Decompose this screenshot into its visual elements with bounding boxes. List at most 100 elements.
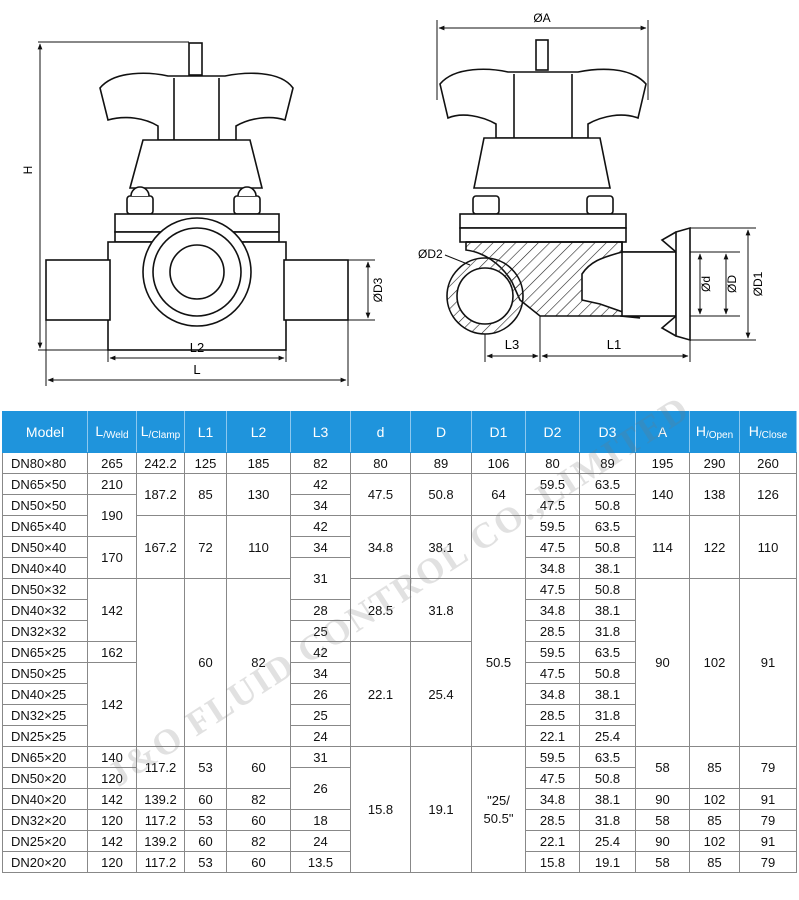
cell: 142 — [87, 830, 137, 852]
cell: 58 — [635, 746, 690, 789]
table-header-row: Model L/Weld L/Clamp L1 L2 L3 d D D1 D2 … — [2, 411, 797, 453]
cell: 34 — [290, 494, 351, 516]
model-cell: DN65×25 — [2, 641, 88, 663]
cell: 167.2 — [136, 515, 185, 579]
table-row: DN25×20 142 139.2 60 82 24 22.1 25.4 90 … — [2, 830, 797, 852]
cell: 25.4 — [579, 725, 636, 747]
cell: 79 — [739, 851, 797, 873]
cell: 63.5 — [579, 515, 636, 537]
cell: 59.5 — [525, 515, 580, 537]
cell: 28.5 — [350, 578, 411, 642]
cell: 42 — [290, 641, 351, 663]
cell: 170 — [87, 536, 137, 579]
cell: 31 — [290, 746, 351, 768]
cell: 13.5 — [290, 851, 351, 873]
cell: 110 — [226, 515, 291, 579]
cell: 28.5 — [525, 620, 580, 642]
cell: 117.2 — [136, 746, 185, 789]
cell: 187.2 — [136, 473, 185, 516]
dim-label-l: L — [193, 362, 200, 377]
table-row: DN50×25 142 34 47.5 50.8 — [2, 662, 797, 747]
cell: 140 — [635, 473, 690, 516]
table-row: DN32×25 25 28.5 31.8 — [2, 704, 797, 726]
model-cell: DN32×25 — [2, 704, 88, 726]
cell: 139.2 — [136, 788, 185, 810]
cell: 72 — [184, 515, 227, 579]
cell: 38.1 — [579, 683, 636, 705]
cell: 31.8 — [579, 809, 636, 831]
cell: 50.5 — [471, 578, 526, 747]
model-cell: DN20×20 — [2, 851, 88, 873]
front-view-dimensions — [37, 41, 375, 386]
cell: 80 — [350, 452, 411, 474]
section-view-dimensions — [436, 20, 756, 362]
table-row: DN20×20 120 117.2 53 60 13.5 15.8 19.1 5… — [2, 851, 797, 873]
header-h-open: H/Open — [689, 411, 740, 453]
cell: 142 — [87, 578, 137, 642]
cell: 60 — [226, 746, 291, 789]
cell: 59.5 — [525, 473, 580, 495]
dim-label-l2: L2 — [190, 340, 204, 355]
cell: 47.5 — [525, 578, 580, 600]
header-h-close: H/Close — [739, 411, 797, 453]
model-cell: DN65×20 — [2, 746, 88, 768]
dim-label-h: H — [21, 166, 35, 175]
model-cell: DN50×20 — [2, 767, 88, 789]
cell: 265 — [87, 452, 137, 474]
cell: 47.5 — [525, 494, 580, 516]
table-row: DN50×20 120 26 47.5 50.8 — [2, 767, 797, 810]
cell: 60 — [184, 830, 227, 852]
cell: 90 — [635, 578, 690, 747]
cell: 50.8 — [579, 767, 636, 789]
cell: 34 — [290, 536, 351, 558]
cell: 142 — [87, 662, 137, 747]
section-view-drawing — [439, 39, 691, 342]
cell: 22.1 — [525, 725, 580, 747]
cell: 19.1 — [410, 746, 472, 873]
cell: 58 — [635, 851, 690, 873]
cell: 85 — [689, 851, 740, 873]
cell: 260 — [739, 452, 797, 474]
cell: 60 — [226, 809, 291, 831]
cell: 91 — [739, 578, 797, 747]
model-cell: DN40×32 — [2, 599, 88, 621]
cell: 290 — [689, 452, 740, 474]
model-cell: DN25×25 — [2, 725, 88, 747]
cell: 53 — [184, 809, 227, 831]
model-cell: DN50×40 — [2, 536, 88, 558]
cell: 34.8 — [350, 515, 411, 579]
cell: 64 — [471, 473, 526, 516]
cell: 90 — [635, 830, 690, 852]
cell: 120 — [87, 851, 137, 873]
cell: 15.8 — [525, 851, 580, 873]
model-cell: DN40×25 — [2, 683, 88, 705]
cell: 28.5 — [525, 704, 580, 726]
cell: 38.1 — [410, 515, 472, 579]
cell: 138 — [689, 473, 740, 516]
cell: 31.8 — [579, 620, 636, 642]
table-row: DN32×32 25 28.5 31.8 — [2, 620, 797, 642]
table-row: DN50×40 170 34 47.5 50.8 — [2, 536, 797, 579]
cell: 50.8 — [579, 494, 636, 516]
cell: 31 — [290, 557, 351, 600]
model-cell: DN25×20 — [2, 830, 88, 852]
cell: 18 — [290, 809, 351, 831]
model-cell: DN65×40 — [2, 515, 88, 537]
cell: 110 — [739, 515, 797, 579]
cell: 34.8 — [525, 557, 580, 579]
cell: 80 — [525, 452, 580, 474]
cell: 82 — [226, 788, 291, 810]
model-cell: DN65×50 — [2, 473, 88, 495]
table-row: DN40×20 142 139.2 60 82 34.8 38.1 90 102… — [2, 788, 797, 810]
cell: 22.1 — [350, 641, 411, 747]
specification-table: Model L/Weld L/Clamp L1 L2 L3 d D D1 D2 … — [2, 411, 797, 873]
cell: 50.8 — [579, 578, 636, 600]
cell: 34 — [290, 662, 351, 684]
cell: 63.5 — [579, 746, 636, 768]
dim-label-l3: L3 — [505, 337, 519, 352]
cell: 63.5 — [579, 641, 636, 663]
cell: 47.5 — [525, 662, 580, 684]
model-cell: DN40×20 — [2, 788, 88, 810]
header-l1: L1 — [184, 411, 227, 453]
header-a: A — [635, 411, 690, 453]
